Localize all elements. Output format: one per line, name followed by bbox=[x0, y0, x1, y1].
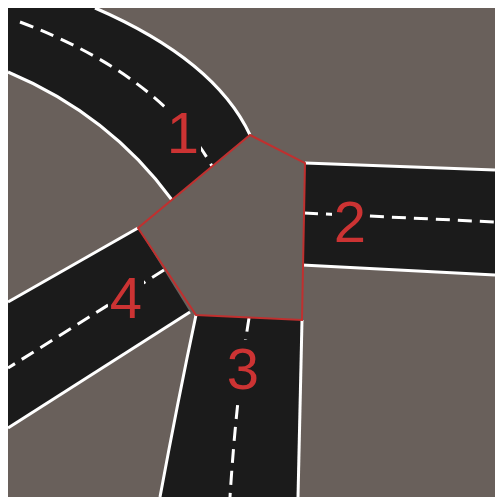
callout-number: 3 bbox=[225, 340, 261, 398]
callout-number: 4 bbox=[108, 269, 144, 327]
road bbox=[160, 315, 302, 497]
ground bbox=[8, 8, 495, 497]
callout-number: 1 bbox=[165, 104, 201, 162]
road bbox=[302, 163, 495, 275]
junction-area bbox=[138, 135, 305, 320]
callout-number: 2 bbox=[332, 193, 368, 251]
